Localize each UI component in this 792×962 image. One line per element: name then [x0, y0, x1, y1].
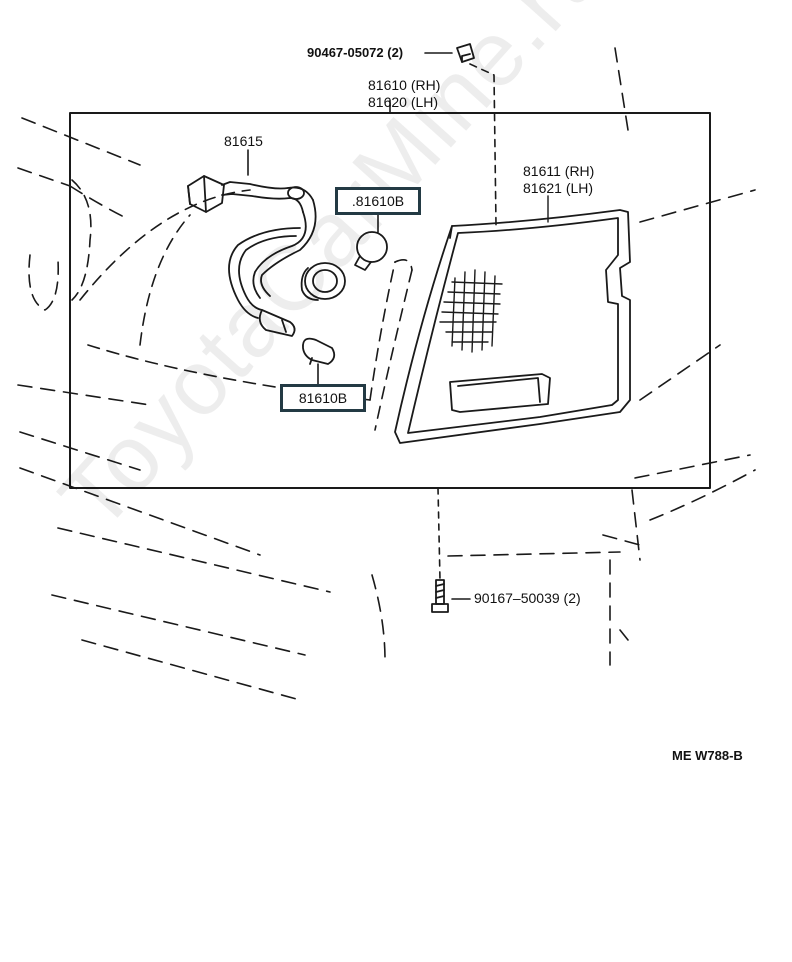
label-lamp-assy-rh: 81610 (RH): [368, 77, 441, 93]
label-lens-rh: 81611 (RH): [523, 163, 595, 179]
lower-bulb-icon: [302, 337, 336, 365]
label-lamp-assy-lh: 81620 (LH): [368, 94, 439, 110]
body-outline-lines: [17, 47, 756, 701]
label-clip: 90467-05072 (2): [307, 45, 404, 60]
assembly-frame: [69, 112, 711, 489]
lens-drawing: [394, 195, 631, 444]
label-lens-lh: 81621 (LH): [523, 180, 594, 196]
label-socket-wire: 81615: [224, 133, 263, 149]
clip-icon: [456, 43, 475, 63]
label-bulb-upper: .81610B: [335, 187, 421, 215]
label-bulb-lower: 81610B: [280, 384, 366, 412]
upper-bulb-icon: [354, 231, 388, 271]
label-screw: 90167–50039 (2): [474, 590, 581, 606]
diagram-code: ME W788-B: [672, 748, 743, 763]
socket-wire-drawing: [187, 175, 346, 337]
screw-icon: [431, 487, 449, 613]
